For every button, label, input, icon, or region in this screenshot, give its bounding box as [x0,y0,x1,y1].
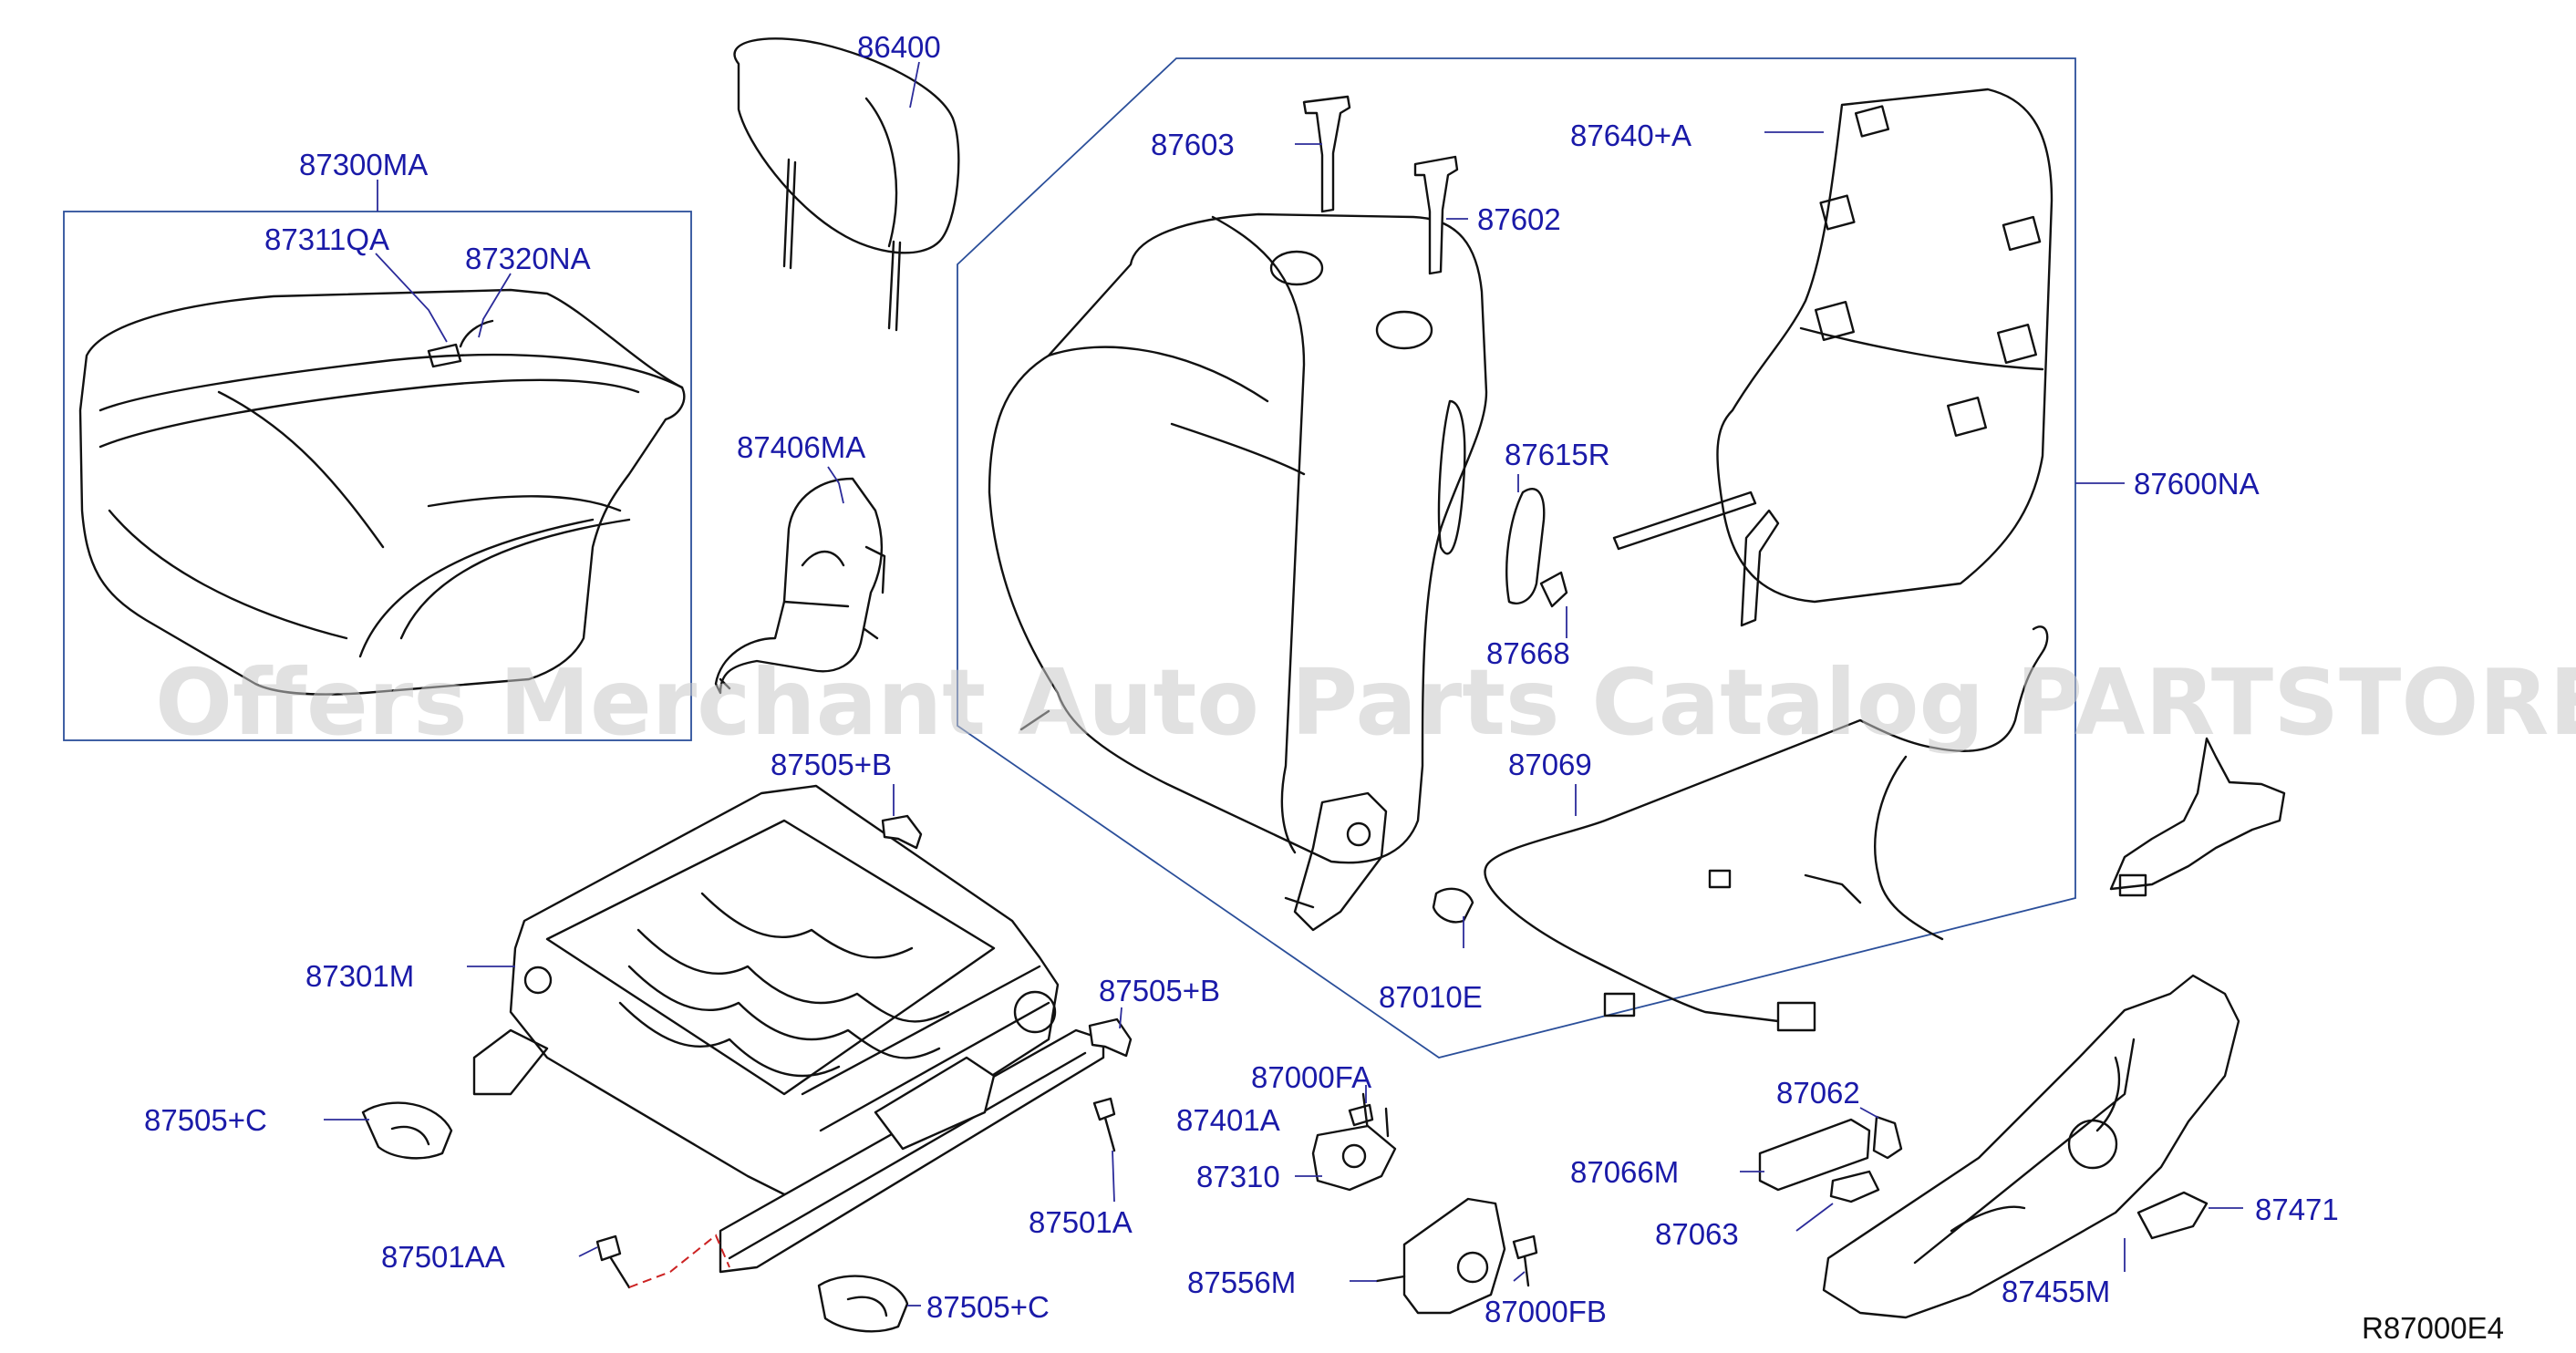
part-label-87062[interactable]: 87062 [1776,1076,1860,1110]
part-label-87600na[interactable]: 87600NA [2134,467,2260,501]
clip-drawing [1432,887,1474,924]
bolt-drawings [595,1092,1538,1289]
part-label-87069[interactable]: 87069 [1508,748,1592,781]
recliner-motor-drawing [1375,1197,1506,1315]
part-label-87640a[interactable]: 87640+A [1570,119,1691,152]
recliner-lever-drawing [2109,737,2286,897]
part-label-87455m[interactable]: 87455M [2002,1275,2110,1308]
leader-lines [324,61,2243,1307]
cover-c-drawings [361,1101,909,1333]
part-label-87406ma[interactable]: 87406MA [737,430,865,464]
part-label-87505c-left[interactable]: 87505+C [144,1103,267,1137]
part-label-87010e[interactable]: 87010E [1379,980,1483,1014]
headrest-guides-drawing [1302,95,1459,275]
part-label-87310[interactable]: 87310 [1196,1160,1280,1193]
part-label-87471[interactable]: 87471 [2255,1193,2339,1226]
part-label-87300ma[interactable]: 87300MA [299,148,428,181]
back-board-drawing [1612,88,2054,627]
part-label-87501a[interactable]: 87501A [1029,1205,1133,1239]
part-label-87505b-mid[interactable]: 87505+B [1099,974,1220,1007]
headrest-drawing [733,37,960,332]
part-label-87320na[interactable]: 87320NA [465,242,591,275]
part-label-87615r[interactable]: 87615R [1505,438,1610,471]
side-trim-drawing [1505,488,1568,608]
seat-frame-drawing [472,784,1105,1274]
switch-drawing [1758,1115,1903,1203]
part-label-87603[interactable]: 87603 [1151,128,1235,161]
seatback-group-frame [957,57,2076,1059]
side-cover-drawing [1822,974,2240,1319]
wire-harness-drawing [1484,625,2049,1032]
watermark-text: Offers Merchant Auto Parts Catalog PARTS… [155,649,2576,756]
part-labels: 86400 87300MA 87311QA 87320NA 87603 8760… [144,30,2339,1328]
part-label-87401a[interactable]: 87401A [1176,1103,1280,1137]
part-label-87668[interactable]: 87668 [1486,636,1570,670]
part-label-87556m[interactable]: 87556M [1187,1265,1296,1299]
part-label-87602[interactable]: 87602 [1477,202,1561,236]
part-label-87501aa[interactable]: 87501AA [381,1240,505,1274]
part-label-87301m[interactable]: 87301M [305,959,414,993]
part-label-87505b-top[interactable]: 87505+B [771,748,892,781]
side-bracket-drawing [714,477,886,695]
part-label-87000fa[interactable]: 87000FA [1251,1060,1371,1094]
seat-cushion-drawing [78,288,686,696]
seatback-drawing [988,212,1488,932]
part-label-86400[interactable]: 86400 [857,30,941,64]
motor-drawing [1311,1124,1397,1192]
part-label-87311qa[interactable]: 87311QA [264,222,389,256]
reference-code: R87000E4 [2362,1311,2504,1345]
part-label-87505c-bottom[interactable]: 87505+C [926,1290,1050,1324]
part-label-87066m[interactable]: 87066M [1570,1155,1679,1189]
part-label-87000fb[interactable]: 87000FB [1485,1295,1607,1328]
part-label-87063[interactable]: 87063 [1655,1217,1739,1251]
